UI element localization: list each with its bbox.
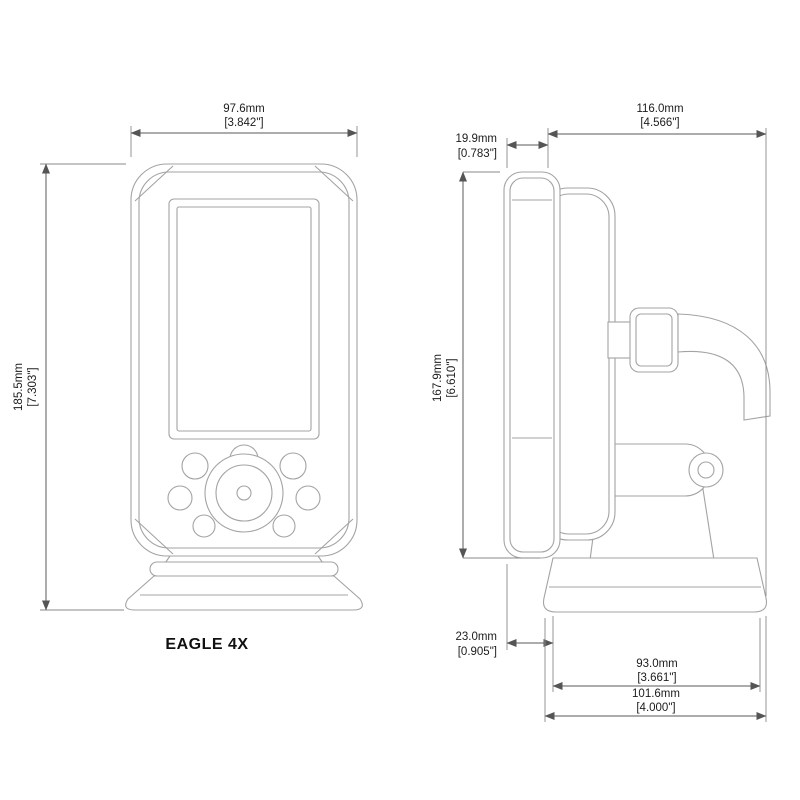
- dimension-front-height: 185.5mm [7.303"]: [13, 163, 126, 611]
- front-body-inner-line: [138, 171, 350, 549]
- dimension-front-width: 97.6mm [3.842"]: [130, 103, 358, 157]
- bezel-depth-mm-label: 19.9mm: [455, 133, 497, 145]
- front-button-right: [295, 485, 321, 511]
- front-screen: [176, 206, 312, 432]
- base-offset-in-label: [0.905"]: [458, 646, 497, 658]
- dimension-base-width: 93.0mm [3.661"]: [552, 618, 761, 692]
- model-label: EAGLE 4X: [165, 636, 248, 653]
- side-bracket-knob: [688, 452, 724, 488]
- front-button-lower-right: [272, 514, 296, 538]
- side-connector-inner: [635, 313, 673, 367]
- front-button-upper-right: [279, 452, 307, 480]
- extension-lines: [544, 616, 767, 722]
- base-width-mm-label: 93.0mm: [636, 658, 678, 670]
- side-height-in-label: [6.610"]: [446, 358, 458, 397]
- front-corner-seams: [134, 165, 354, 555]
- side-base: [542, 557, 768, 613]
- front-base: [125, 575, 363, 611]
- side-connector-neck: [607, 321, 633, 359]
- overall-depth-mm-label: 101.6mm: [632, 688, 680, 700]
- extension-lines: [40, 163, 126, 611]
- base-width-in-label: [3.661"]: [637, 672, 676, 684]
- front-button-left: [167, 485, 193, 511]
- front-dial-inner: [215, 464, 273, 522]
- front-bracket-knuckle: [149, 561, 339, 577]
- overall-depth-in-label: [4.000"]: [636, 702, 675, 714]
- dimension-overall-depth: 101.6mm [4.000"]: [544, 616, 767, 722]
- extension-lines: [463, 171, 540, 559]
- side-screen-lines: [512, 199, 552, 439]
- base-offset-mm-label: 23.0mm: [455, 631, 497, 643]
- front-view: 97.6mm [3.842"] 185.5mm [7.303"] EAGLE 4…: [13, 103, 363, 653]
- extension-lines: [130, 126, 358, 157]
- front-screen-bezel: [168, 198, 320, 440]
- side-bracket-knob-center: [697, 461, 715, 479]
- side-view: 116.0mm [4.566"] 19.9mm [0.783"] 167.9mm…: [432, 103, 771, 722]
- dimension-side-height: 167.9mm [6.610"]: [432, 171, 540, 559]
- front-dial-outer: [204, 453, 284, 533]
- side-depth-in-label: [4.566"]: [640, 117, 679, 129]
- bezel-depth-in-label: [0.783"]: [458, 148, 497, 160]
- power-cable: [677, 313, 771, 421]
- front-width-mm-label: 97.6mm: [223, 103, 265, 115]
- extension-lines: [506, 564, 554, 692]
- front-height-in-label: [7.303"]: [27, 367, 39, 406]
- side-height-mm-label: 167.9mm: [432, 354, 444, 402]
- side-display-slab-inner: [509, 177, 555, 553]
- front-button-lower-left: [192, 514, 216, 538]
- dimension-base-offset: 23.0mm [0.905"]: [455, 564, 554, 692]
- front-height-mm-label: 185.5mm: [13, 363, 25, 411]
- front-button-upper-left: [181, 452, 209, 480]
- side-depth-mm-label: 116.0mm: [636, 103, 683, 115]
- side-connector: [629, 307, 679, 373]
- side-display-slab: [503, 171, 561, 559]
- front-dial-center: [236, 485, 252, 501]
- front-width-in-label: [3.842"]: [224, 117, 263, 129]
- dimension-bezel-depth: 19.9mm [0.783"]: [455, 133, 549, 168]
